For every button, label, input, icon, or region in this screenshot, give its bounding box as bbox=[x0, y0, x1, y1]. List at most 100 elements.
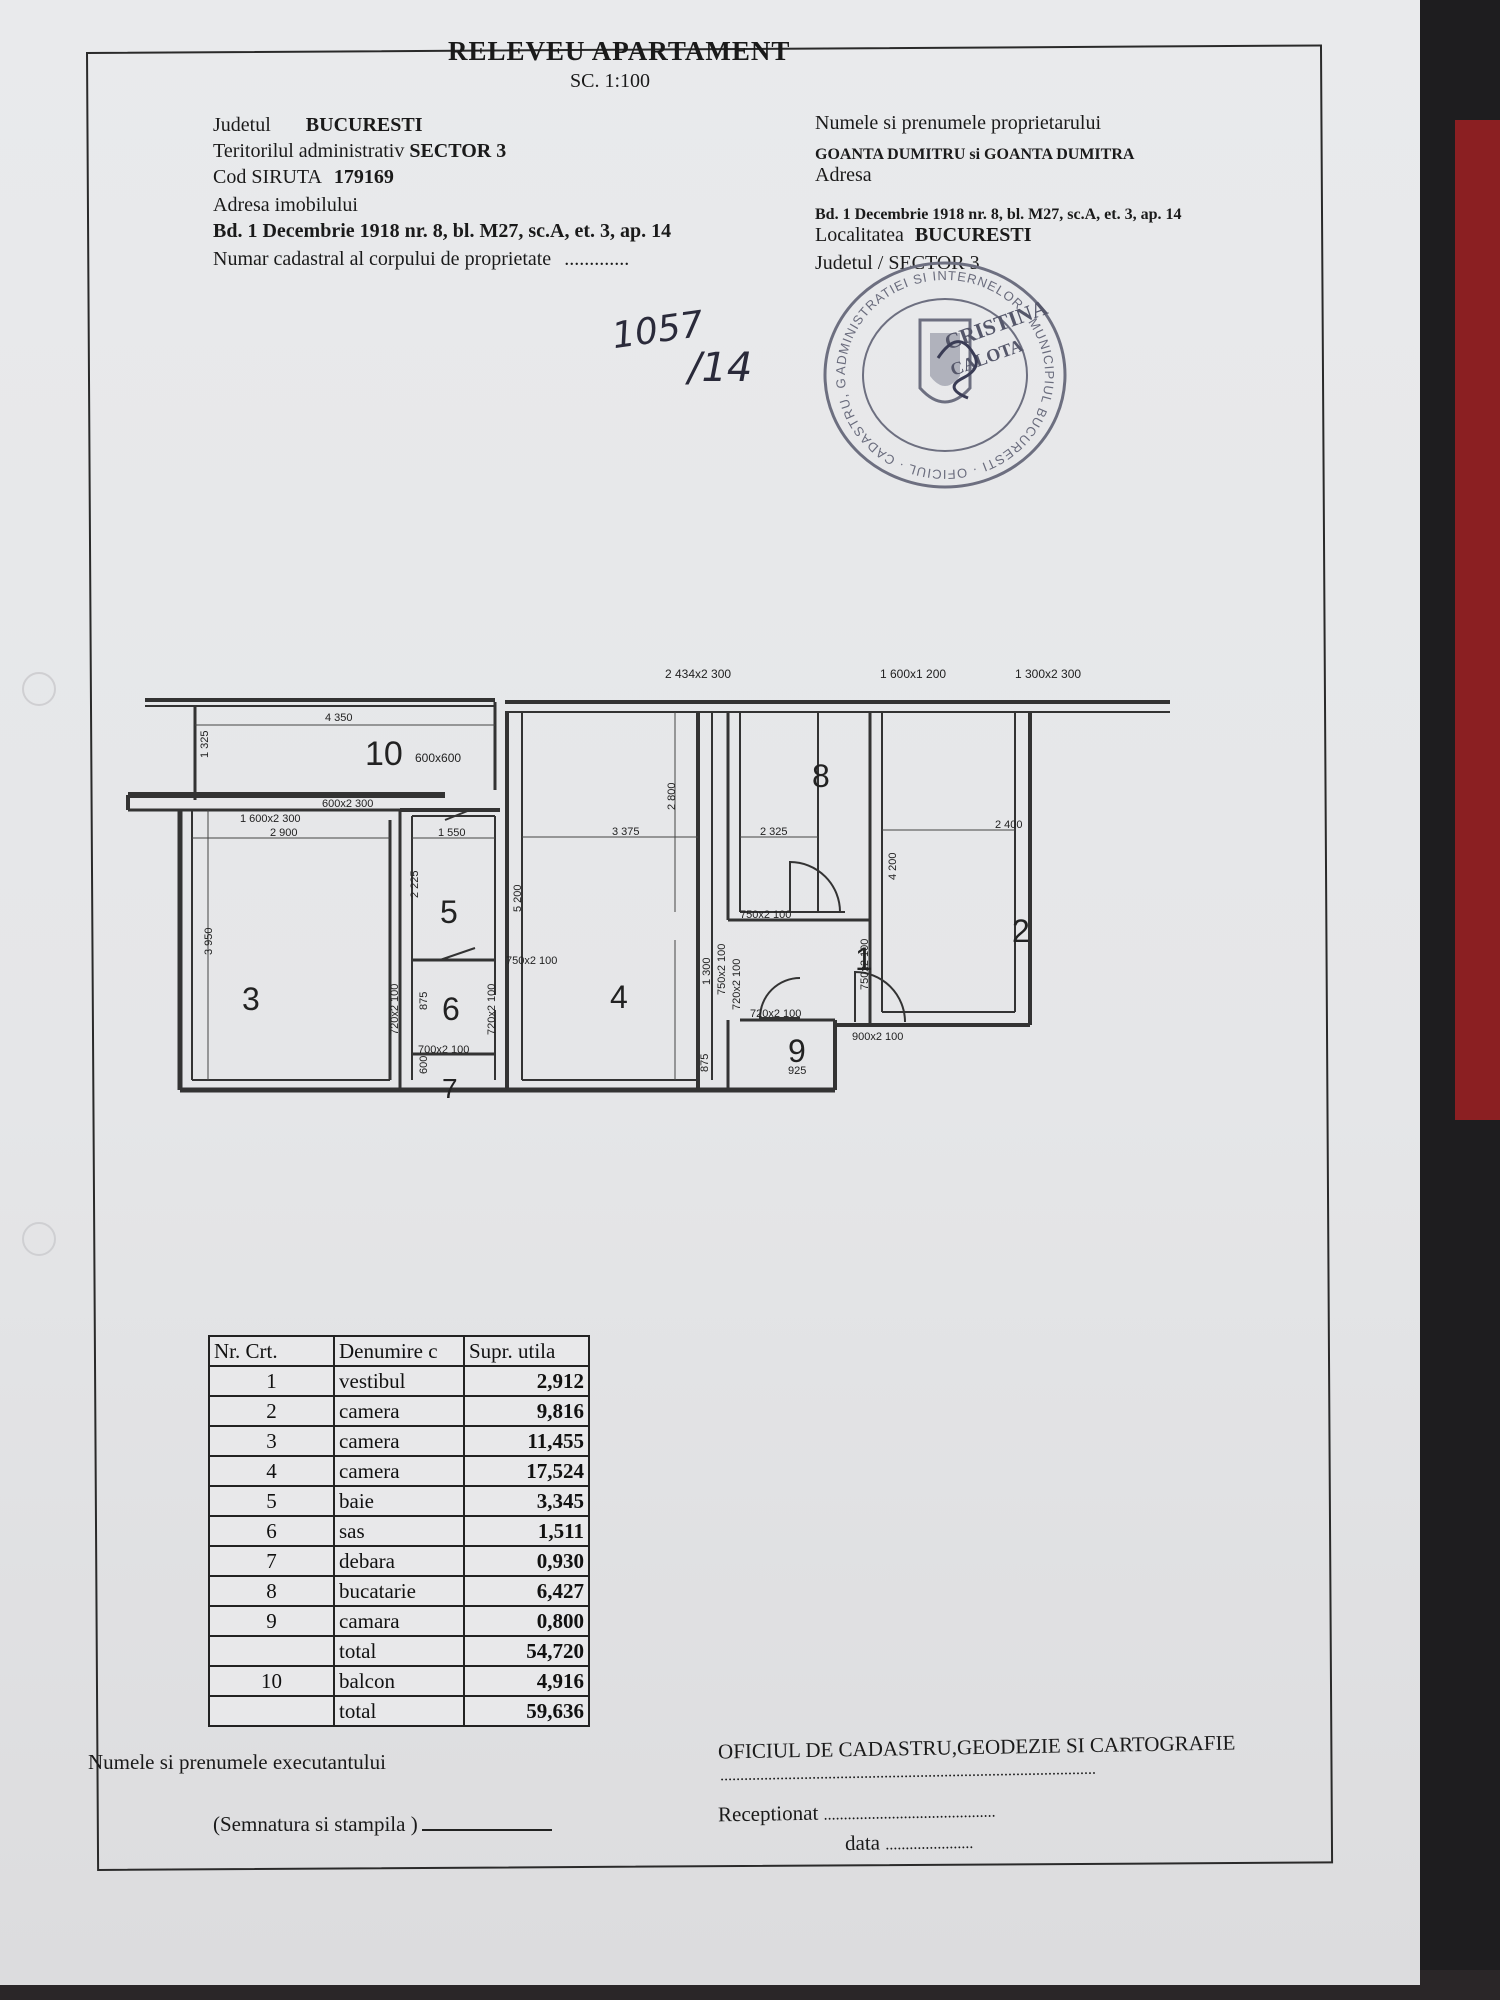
receptionat-dots: ........................................… bbox=[823, 1803, 996, 1824]
cell-name: camera bbox=[333, 1395, 465, 1427]
executant-label: Numele si prenumele executantului bbox=[88, 1750, 386, 1774]
window-label: 1 600x1 200 bbox=[880, 667, 946, 681]
adresa-imobil-label: Adresa imobilului bbox=[213, 194, 358, 216]
dimension-label: 750x2 100 bbox=[716, 944, 728, 995]
dimension-label: 750x2 100 bbox=[740, 909, 791, 921]
siruta-label: Cod SIRUTA bbox=[213, 166, 321, 188]
room-number-7: 7 bbox=[442, 1073, 458, 1104]
room-number-2: 2 bbox=[1012, 913, 1030, 949]
receptionat-label: Receptionat bbox=[717, 1800, 819, 1827]
dimension-label: 700x2 100 bbox=[418, 1044, 469, 1056]
cell-name: camera bbox=[333, 1425, 465, 1457]
document-title: RELEVEU APARTAMENT bbox=[448, 36, 791, 66]
dimension-label: 875 bbox=[418, 992, 430, 1010]
dimension-label: 1 550 bbox=[438, 827, 466, 839]
cell-area: 4,916 bbox=[463, 1665, 590, 1697]
cell-area: 3,345 bbox=[463, 1485, 590, 1517]
cell-nr: 1 bbox=[208, 1365, 335, 1397]
cell-area: 2,912 bbox=[463, 1365, 590, 1397]
floor-plan-drawing: 2 434x2 300 1 600x1 200 1 300x2 300 1 2 … bbox=[126, 667, 1170, 1104]
localitate-label: Localitatea bbox=[815, 224, 904, 246]
dimension-label: 875 bbox=[699, 1054, 711, 1072]
cell-name: balcon bbox=[333, 1665, 465, 1697]
data-label: data bbox=[844, 1830, 881, 1856]
owner-adresa-label: Adresa bbox=[815, 164, 872, 186]
cell-nr: 10 bbox=[208, 1665, 335, 1697]
floor-plan: 2 434x2 300 1 600x1 200 1 300x2 300 1 2 … bbox=[100, 650, 1200, 1110]
cell-name: camara bbox=[333, 1605, 465, 1637]
receptionat-row: Receptionat ............................… bbox=[718, 1798, 996, 1828]
dimension-label: 720x2 100 bbox=[750, 1008, 801, 1020]
localitate-value: BUCURESTI bbox=[914, 224, 1032, 246]
dimension-label: 2 225 bbox=[409, 870, 421, 898]
coat-of-arms-icon bbox=[918, 318, 972, 404]
data-row: data ...................... bbox=[845, 1829, 974, 1856]
judet-row: Judetul BUCURESTI bbox=[213, 114, 422, 137]
dimension-label: 720x2 100 bbox=[486, 984, 498, 1035]
dimension-label: 720x2 100 bbox=[389, 984, 401, 1035]
cell-nr: 4 bbox=[208, 1455, 335, 1487]
cell-nr bbox=[208, 1635, 335, 1667]
table-header-row: Nr. Crt. Denumire c Supr. utila bbox=[208, 1335, 590, 1367]
owner-adresa-value: Bd. 1 Decembrie 1918 nr. 8, bl. M27, sc.… bbox=[815, 206, 1182, 223]
localitate-row: Localitatea BUCURESTI bbox=[815, 224, 1032, 247]
room-number-3: 3 bbox=[242, 981, 260, 1017]
owner-label: Numele si prenumele proprietarului bbox=[815, 112, 1102, 134]
judet-label: Judetul bbox=[213, 114, 271, 136]
cell-nr bbox=[208, 1695, 335, 1727]
cell-area: 59,636 bbox=[463, 1695, 590, 1727]
window-label: 1 300x2 300 bbox=[1015, 667, 1081, 681]
header-nr: Nr. Crt. bbox=[208, 1335, 335, 1367]
cell-name: vestibul bbox=[333, 1365, 465, 1397]
dimension-label: 1 300 bbox=[701, 957, 713, 985]
dimension-label: 3 375 bbox=[612, 826, 640, 838]
cell-nr: 9 bbox=[208, 1605, 335, 1637]
room-number-6: 6 bbox=[442, 991, 460, 1027]
cell-name: camera bbox=[333, 1455, 465, 1487]
cell-nr: 2 bbox=[208, 1395, 335, 1427]
dimension-label: 720x2 100 bbox=[731, 959, 743, 1010]
document-sheet: RELEVEU APARTAMENT SC. 1:100 Judetul BUC… bbox=[0, 0, 1420, 1985]
cell-name: bucatarie bbox=[333, 1575, 465, 1607]
window-label: 2 434x2 300 bbox=[665, 667, 731, 681]
cadastral-row: Numar cadastral al corpului de proprieta… bbox=[213, 248, 629, 271]
teritoriu-value: SECTOR 3 bbox=[409, 140, 507, 162]
cell-nr: 7 bbox=[208, 1545, 335, 1577]
punch-hole bbox=[22, 672, 56, 706]
room-number-10: 10 bbox=[365, 735, 403, 773]
dimension-label: 750x2 100 bbox=[859, 939, 871, 990]
cell-area: 11,455 bbox=[463, 1425, 590, 1457]
dimension-label: 1 325 bbox=[199, 730, 211, 758]
dimension-label: 600 bbox=[418, 1056, 430, 1074]
dimension-label: 4 200 bbox=[887, 852, 899, 880]
punch-hole bbox=[22, 1222, 56, 1256]
dimension-label: 750x2 100 bbox=[506, 955, 557, 967]
room-number-9: 9 bbox=[788, 1033, 806, 1069]
dimension-label: 925 bbox=[788, 1065, 806, 1077]
cell-area: 54,720 bbox=[463, 1635, 590, 1667]
cell-name: sas bbox=[333, 1515, 465, 1547]
cadastral-dots: ............. bbox=[564, 248, 630, 270]
room-number-5: 5 bbox=[440, 894, 458, 930]
dimension-label: 600x2 300 bbox=[322, 798, 373, 810]
teritoriu-row: Teritorilul administrativ SECTOR 3 bbox=[213, 140, 506, 163]
cell-area: 6,427 bbox=[463, 1575, 590, 1607]
dimension-label: 2 900 bbox=[270, 827, 298, 839]
official-stamp: ADMINISTRATIEI SI INTERNELOR · MUNICIPIU… bbox=[818, 258, 1067, 489]
teritoriu-label: Teritorilul administrativ bbox=[213, 140, 405, 162]
room-number-4: 4 bbox=[610, 979, 628, 1015]
dimension-label: 1 600x2 300 bbox=[240, 813, 301, 825]
cell-area: 1,511 bbox=[463, 1515, 590, 1547]
cell-nr: 6 bbox=[208, 1515, 335, 1547]
cell-area: 17,524 bbox=[463, 1455, 590, 1487]
cadastral-label: Numar cadastral al corpului de proprieta… bbox=[213, 248, 552, 270]
semnatura-text: (Semnatura si stampila ) bbox=[213, 1812, 418, 1836]
dimension-label: 2 400 bbox=[995, 819, 1023, 831]
